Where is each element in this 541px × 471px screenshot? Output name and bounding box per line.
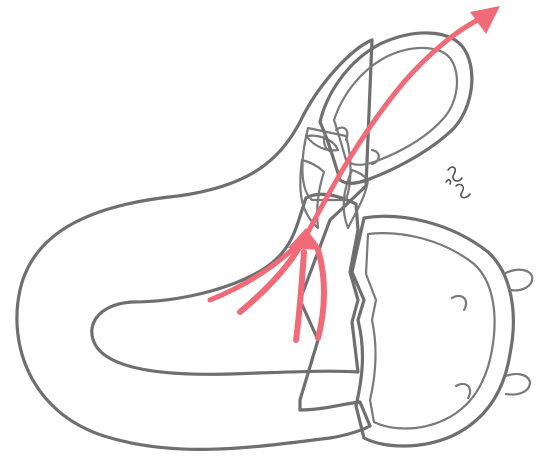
- appendage-lower: [506, 374, 530, 395]
- handwritten-mark: [446, 167, 470, 198]
- atrium-outer: [352, 216, 513, 446]
- atrium-inner: [366, 233, 495, 428]
- atrium-cusp-2: [456, 384, 470, 398]
- muscular-wall: [17, 40, 372, 449]
- flow-arrow-branch-3: [296, 252, 304, 340]
- flow-arrow-branch-4: [318, 250, 324, 338]
- valve-cushion-upper-left: [306, 136, 338, 151]
- atrium-cusp-1: [452, 296, 466, 310]
